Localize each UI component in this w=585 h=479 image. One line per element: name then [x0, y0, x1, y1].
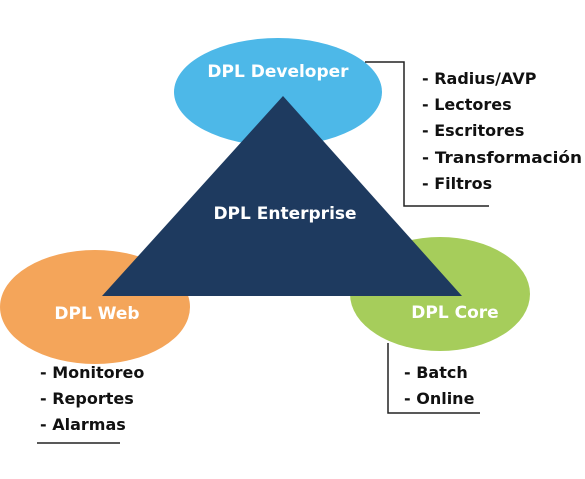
web-list-item: - Monitoreo	[40, 363, 144, 382]
core-list-item: - Batch	[404, 363, 468, 382]
dpl-web-label: DPL Web	[54, 304, 139, 324]
web-list-item: - Alarmas	[40, 415, 126, 434]
developer-list-item: - Radius/AVP	[422, 69, 537, 88]
developer-bracket-line	[365, 61, 489, 207]
web-list-item: - Reportes	[40, 389, 134, 408]
core-bracket-line	[387, 343, 480, 414]
dpl-developer-ellipse	[174, 38, 382, 146]
core-list-item: - Online	[404, 389, 475, 408]
developer-list-item: - Lectores	[422, 95, 512, 114]
developer-list-item: - Filtros	[422, 174, 492, 193]
developer-list-item: - Transformación	[422, 148, 582, 167]
dpl-enterprise-triangle	[102, 96, 462, 296]
developer-list-item: - Escritores	[422, 121, 524, 140]
dpl-enterprise-label: DPL Enterprise	[213, 204, 356, 224]
dpl-core-label: DPL Core	[411, 303, 498, 323]
dpl-developer-label: DPL Developer	[207, 62, 349, 82]
